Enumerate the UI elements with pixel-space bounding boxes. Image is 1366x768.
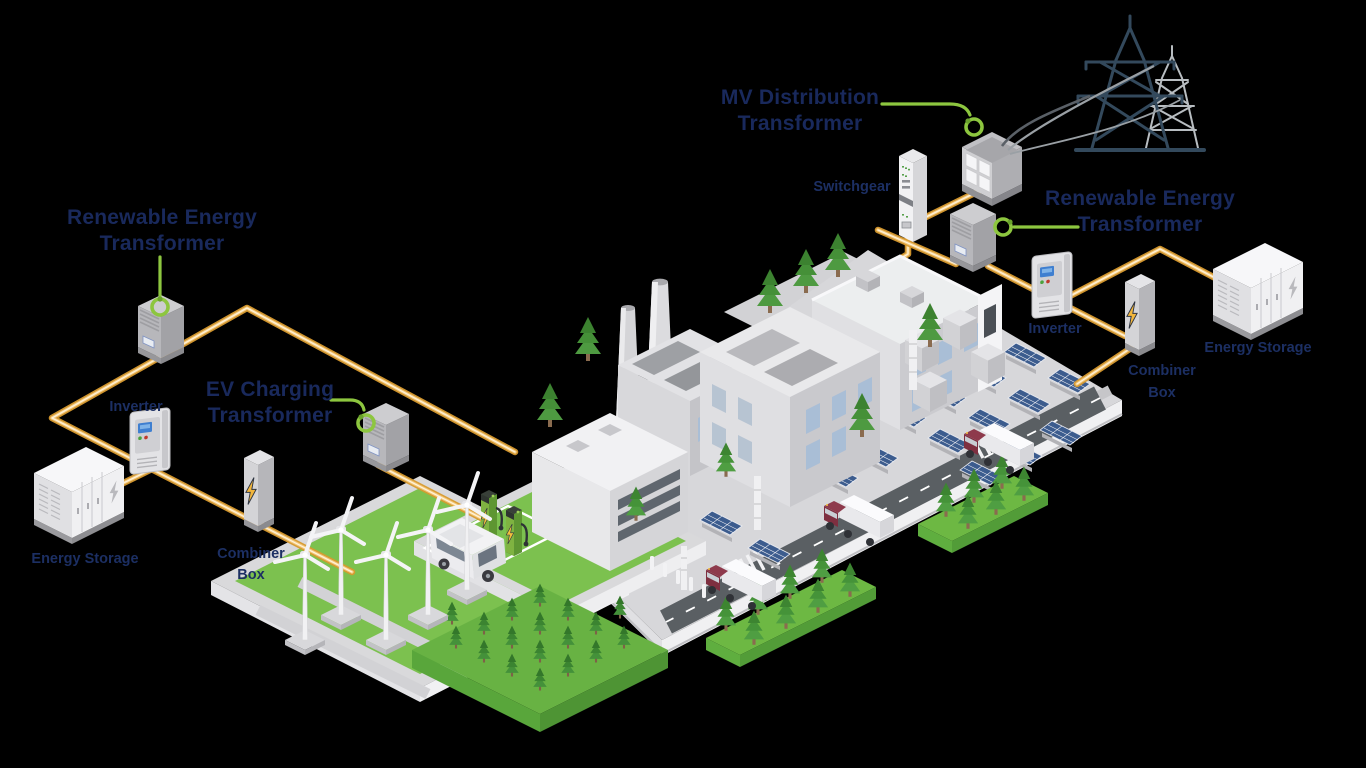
city-buildings	[532, 233, 1034, 610]
building-tall	[700, 307, 880, 507]
label-combiner-left-line1: Combiner	[217, 546, 285, 562]
tree-strip-right	[918, 454, 1048, 553]
rooftop-hvac	[856, 270, 924, 308]
tree-strip-bottom	[706, 548, 876, 667]
grid-wires	[1000, 65, 1181, 155]
label-ret-left-line2: Transformer	[100, 232, 225, 255]
device-labels: Switchgear Inverter Inverter Energy Stor…	[31, 179, 1311, 583]
callout-renewable-left: Renewable Energy Transformer	[67, 206, 257, 317]
switchgear-cabinet	[899, 149, 927, 242]
callout-ev-transformer: EV Charging Transformer	[206, 378, 376, 433]
callout-renewable-right: Renewable Energy Transformer	[993, 187, 1235, 237]
power-ring-icon	[993, 217, 1013, 237]
transmission-towers	[1000, 14, 1206, 155]
callouts: MV Distribution Transformer Renewable En…	[67, 86, 1235, 433]
ev-charging-transformer	[362, 402, 410, 473]
label-ev-line1: EV Charging	[206, 378, 334, 401]
label-ret-left-line1: Renewable Energy	[67, 206, 257, 229]
label-combiner-right-line1: Combiner	[1128, 363, 1196, 379]
bollards	[650, 556, 706, 598]
label-switchgear: Switchgear	[813, 179, 891, 195]
building-white	[532, 413, 688, 571]
label-ev-line2: Transformer	[208, 404, 333, 427]
mv-distribution-transformer	[962, 132, 1022, 206]
light-columns	[681, 330, 917, 590]
combiner-box-right	[1125, 274, 1155, 356]
callout-mv-transformer: MV Distribution Transformer	[721, 86, 984, 137]
inverter-left	[129, 406, 171, 476]
label-energy-storage-right: Energy Storage	[1204, 340, 1311, 356]
label-combiner-right-line2: Box	[1148, 385, 1175, 401]
label-mv-line2: Transformer	[738, 112, 863, 135]
power-ring-icon	[964, 117, 984, 137]
transmission-tower-front	[1076, 14, 1184, 150]
renewable-energy-transformer-right	[949, 202, 997, 273]
label-energy-storage-left: Energy Storage	[31, 551, 138, 567]
ev-van	[430, 518, 506, 582]
power-ring-icon	[356, 413, 376, 433]
label-inverter-right: Inverter	[1028, 321, 1082, 337]
renewable-energy-transformer-left	[137, 294, 185, 365]
combiner-box-left	[244, 450, 274, 532]
energy-storage-left	[34, 447, 124, 544]
label-combiner-left-line2: Box	[237, 567, 264, 583]
forest	[412, 583, 668, 732]
inverter-right	[1031, 250, 1073, 320]
devices	[34, 132, 1303, 657]
energy-storage-right	[1213, 243, 1303, 340]
wire-left-network	[48, 304, 519, 576]
label-inverter-left: Inverter	[109, 399, 163, 415]
label-mv-line1: MV Distribution	[721, 86, 879, 109]
label-ret-right-line1: Renewable Energy	[1045, 187, 1235, 210]
label-ret-right-line2: Transformer	[1078, 213, 1203, 236]
